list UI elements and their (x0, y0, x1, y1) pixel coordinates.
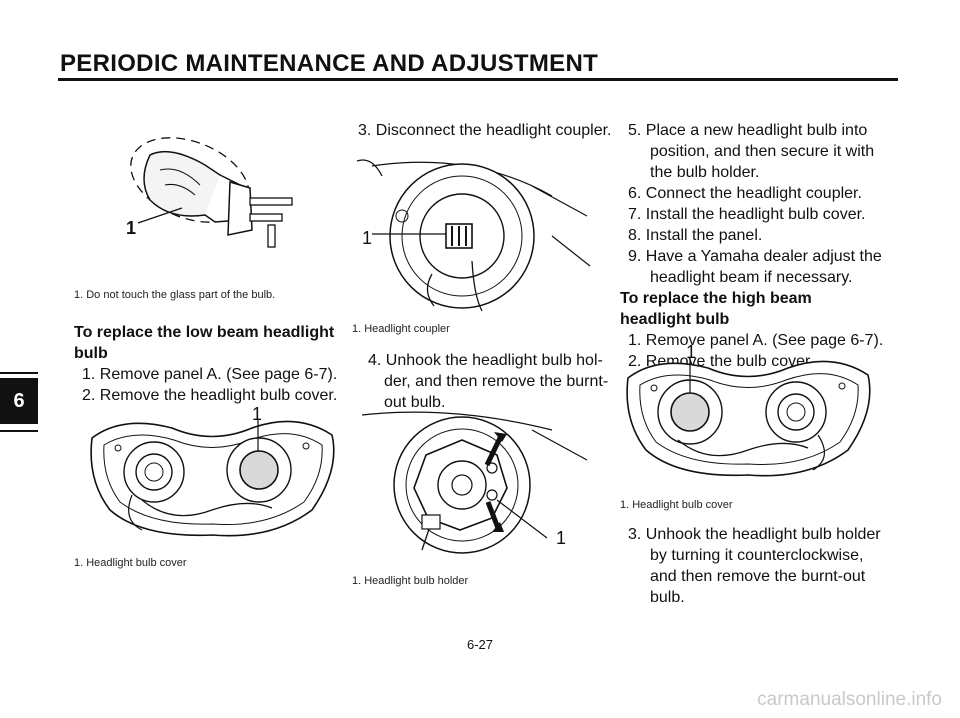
low-step-8: 8. Install the panel. (628, 227, 763, 244)
header-rule (58, 78, 898, 81)
high-step-1: 1. Remove panel A. (See page 6-7). (628, 332, 884, 349)
chapter-tab: 6 (0, 378, 38, 424)
low-step-5: 5. Place a new headlight bulb into (628, 122, 868, 139)
fig4-callout: 1 (556, 528, 567, 548)
headlight-front-figure-2 (618, 340, 878, 490)
section-heading-high-beam: To replace the high beam (620, 290, 812, 307)
low-step-7: 7. Install the headlight bulb cover. (628, 206, 866, 223)
page-title: PERIODIC MAINTENANCE AND ADJUSTMENT (60, 50, 599, 77)
high-step-3: 3. Unhook the headlight bulb holder (628, 526, 881, 543)
tab-rule-top (0, 372, 38, 374)
low-step-4-cont1: der, and then remove the burnt- (384, 373, 609, 390)
fig5-caption: 1. Headlight bulb cover (620, 499, 733, 511)
fig1-caption: 1. Do not touch the glass part of the bu… (74, 289, 276, 301)
headlight-front-figure-1 (82, 400, 342, 550)
fig2-callout: 1 (252, 404, 263, 424)
fig5-callout: 1 (686, 342, 697, 362)
high-step-3-cont3: bulb. (650, 589, 685, 606)
low-step-2: 2. Remove the headlight bulb cover. (82, 387, 338, 404)
high-step-3-cont1: by turning it counterclockwise, (650, 547, 864, 564)
low-step-3: 3. Disconnect the headlight coupler. (358, 122, 612, 139)
low-step-1: 1. Remove panel A. (See page 6-7). (82, 366, 338, 383)
fig1-callout: 1 (126, 218, 137, 238)
fig2-caption: 1. Headlight bulb cover (74, 557, 187, 569)
section-heading-high-beam-cont: headlight bulb (620, 311, 730, 328)
low-step-5-cont1: position, and then secure it with (650, 143, 875, 160)
low-step-9-cont: headlight beam if necessary. (650, 269, 853, 286)
low-step-6: 6. Connect the headlight coupler. (628, 185, 862, 202)
bulb-figure (110, 130, 320, 270)
fig4-caption: 1. Headlight bulb holder (352, 575, 469, 587)
low-step-9: 9. Have a Yamaha dealer adjust the (628, 248, 882, 265)
page-number: 6-27 (466, 637, 494, 652)
watermark: carmanualsonline.info (757, 689, 942, 710)
headlight-coupler-figure (352, 156, 592, 316)
section-heading-low-beam-cont: bulb (74, 345, 108, 362)
low-step-4-cont2: out bulb. (384, 394, 446, 411)
bulb-holder-figure (352, 410, 592, 560)
low-step-4: 4. Unhook the headlight bulb hol- (368, 352, 603, 369)
fig3-callout: 1 (362, 228, 373, 248)
fig3-caption: 1. Headlight coupler (352, 323, 450, 335)
high-step-3-cont2: and then remove the burnt-out (650, 568, 866, 585)
section-heading-low-beam: To replace the low beam headlight (74, 324, 335, 341)
tab-rule-bottom (0, 430, 38, 432)
low-step-5-cont2: the bulb holder. (650, 164, 760, 181)
